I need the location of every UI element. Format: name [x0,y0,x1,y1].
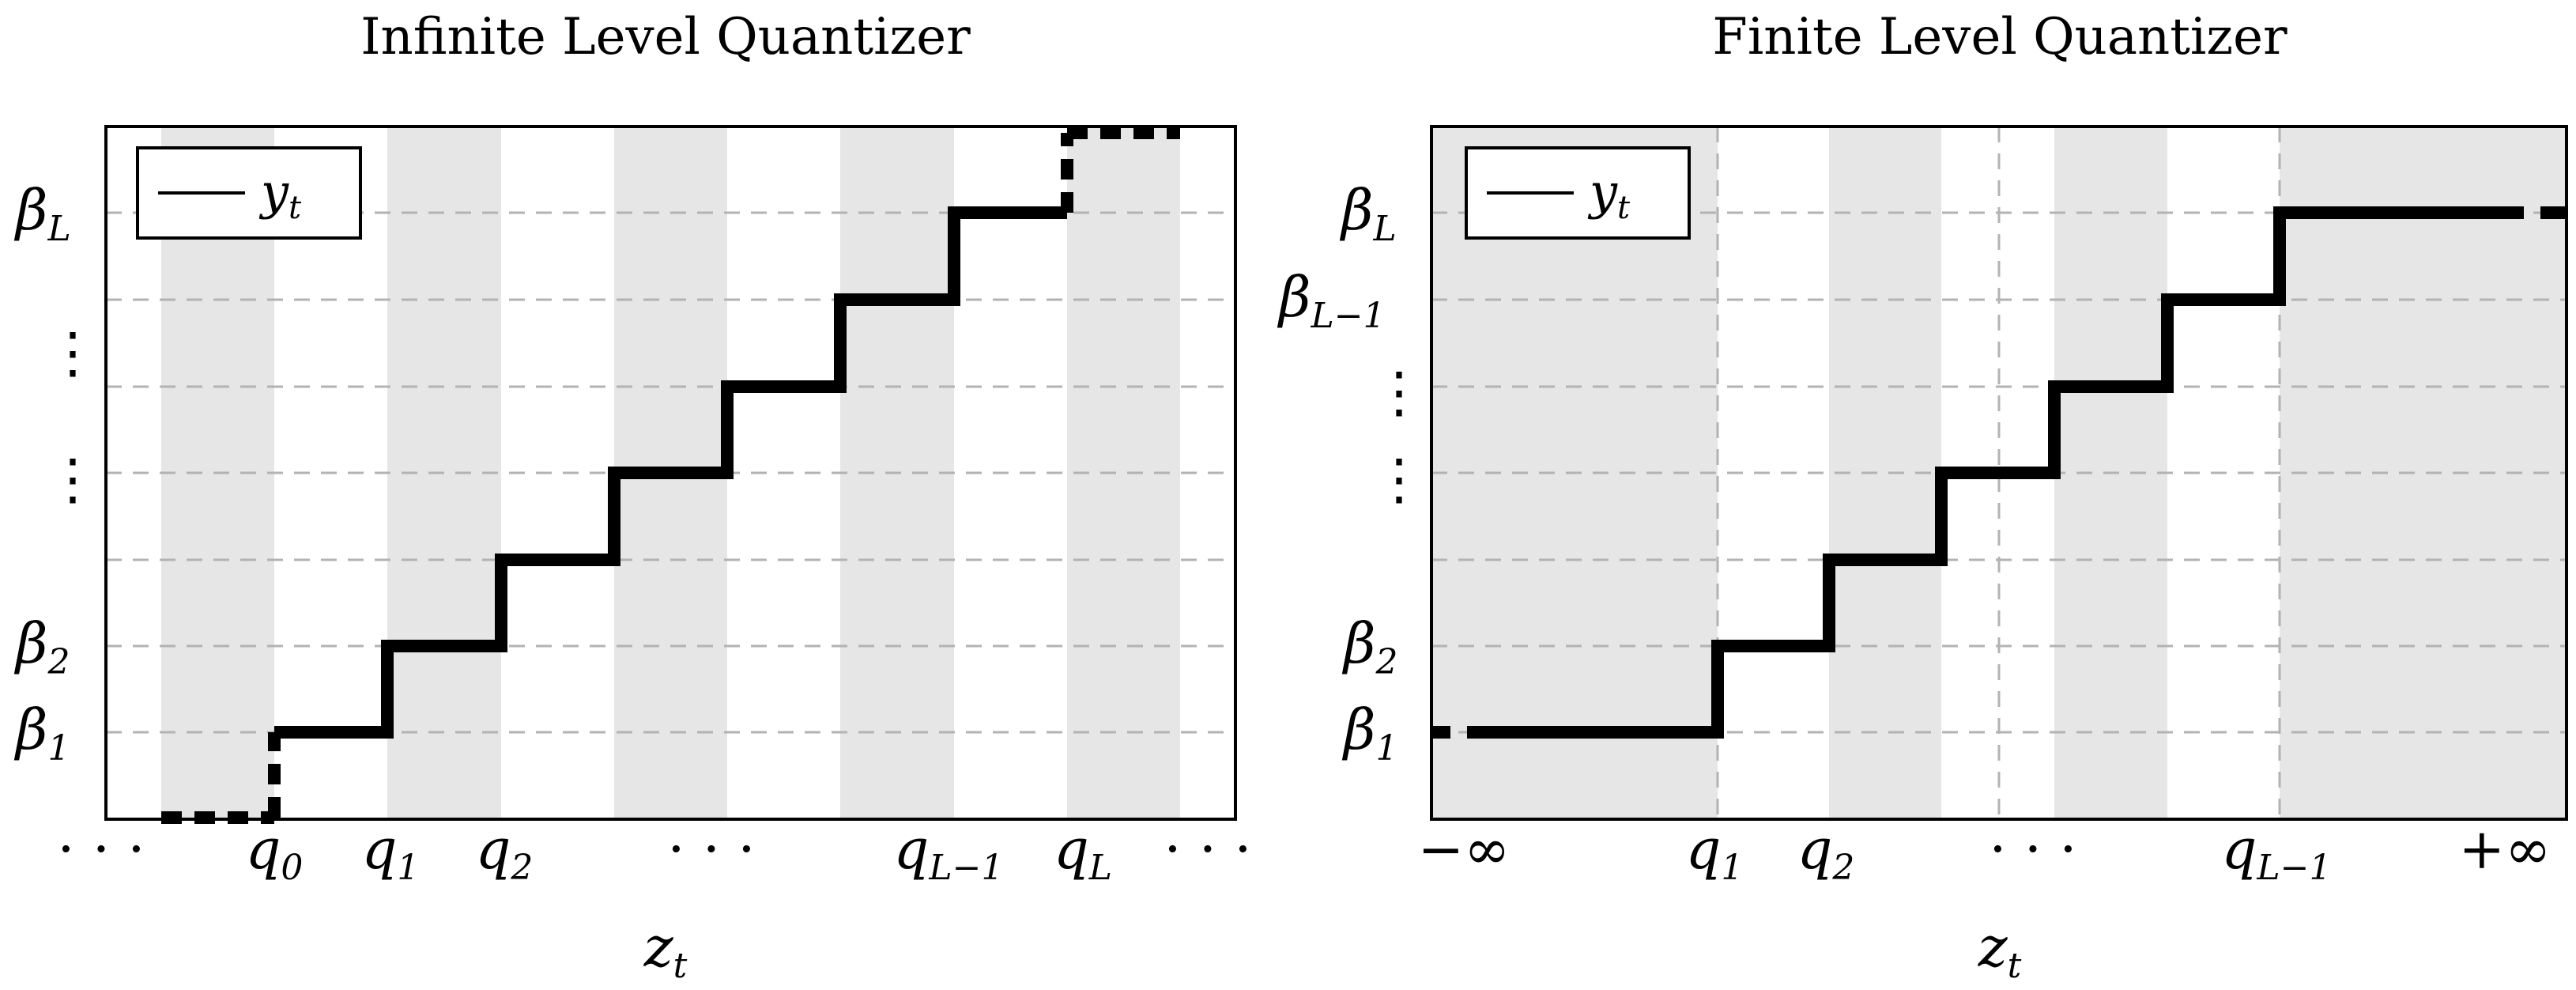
legend-label: yt [258,163,302,226]
axes-frame [1430,125,2568,821]
y-tick-sub: L [47,209,70,249]
step-function-y [161,127,1180,824]
x-axis-label: zt [1978,915,2022,986]
legend: yt [1465,146,1691,240]
x-tick-label: qL [1054,817,1112,888]
y-tick-sub: 2 [47,642,70,682]
x-tick-label: q2 [476,817,534,888]
x-tick-sub: L−1 [928,848,1003,888]
x-axis-subscript: t [2008,946,2022,986]
y-tick-main: β [1341,611,1375,676]
x-tick-label: · · · [57,817,145,882]
x-tick-main: q [246,817,281,882]
step-function-y [1431,206,2567,739]
solid-staircase [274,206,1067,739]
x-tick-main: q [1686,817,1722,882]
y-ellipsis: ⋮ [45,320,100,385]
y-ellipsis: ⋮ [45,447,100,512]
x-axis-symbol: z [643,915,674,980]
x-tick-labels: −∞ q1 q2 · · · qL−1 +∞ [1418,817,2551,888]
y-ellipsis: ⋮ [1371,447,1427,512]
y-tick-sub: 1 [1375,728,1397,769]
x-tick-main: q [2222,817,2257,882]
x-tick-label: −∞ [1418,817,1511,882]
x-tick-label: q1 [1686,817,1744,888]
x-tick-sub: 2 [510,848,533,888]
x-tick-label: qL−1 [2222,817,2332,888]
solid-staircase [1467,206,2524,739]
y-tick-label: β1 [13,697,70,769]
y-tick-label: β1 [1341,697,1397,769]
x-tick-label: qL−1 [894,817,1004,888]
y-tick-main: β [13,697,47,762]
axes-frame [104,125,1237,821]
y-tick-label: βL [1339,178,1397,249]
x-tick-label: · · · [667,817,755,882]
panel-title: Finite Level Quantizer [1712,8,2287,66]
x-tick-sub: 2 [1831,848,1854,888]
x-tick-label: +∞ [2459,817,2551,882]
y-tick-label: β2 [13,611,70,682]
x-tick-main: q [894,817,930,882]
y-tick-labels: βL βL−1 ⋮ ⋮ β2 β1 [1277,178,1427,769]
y-tick-sub: 1 [47,728,70,769]
panel-finite-quantizer: Finite Level Quantizer [1277,8,2568,986]
x-tick-main: q [476,817,511,882]
y-tick-main: β [13,611,47,676]
y-ellipsis: ⋮ [1371,360,1427,425]
x-tick-sub: 1 [1721,848,1743,888]
legend-symbol: y [1587,163,1618,221]
x-tick-label: q2 [1797,817,1855,888]
y-tick-label: βL−1 [1277,265,1386,336]
x-tick-label: · · · [1164,817,1251,882]
y-tick-main: β [1339,178,1373,243]
y-tick-label: βL [13,178,71,249]
y-tick-main: β [1341,697,1375,762]
legend-subscript: t [1617,190,1631,226]
x-tick-sub: L−1 [2256,848,2331,888]
x-axis-symbol: z [1978,915,2008,980]
legend-subscript: t [289,190,302,226]
y-tick-sub: 2 [1375,642,1397,682]
panel-title: Infinite Level Quantizer [360,8,971,66]
legend-label: yt [1587,163,1631,226]
y-tick-labels: βL ⋮ ⋮ β2 β1 [13,178,100,769]
x-tick-label: q1 [362,817,420,888]
x-tick-sub: 1 [397,848,419,888]
x-tick-labels: · · · q0 q1 q2 · · · qL−1 qL · · · [57,817,1251,888]
y-tick-label: β2 [1341,611,1397,682]
y-tick-sub: L [1372,209,1396,249]
x-tick-label: · · · [1989,817,2076,882]
legend: yt [136,146,362,240]
x-axis-subscript: t [673,946,688,986]
x-tick-sub: L [1088,848,1112,888]
x-axis-label: zt [643,915,688,986]
panel-infinite-quantizer: Infinite Level Quantizer [13,8,1252,986]
x-tick-sub: 0 [281,848,303,888]
x-tick-main: q [1797,817,1833,882]
grid-lines [1431,211,2567,734]
x-tick-label: q0 [246,817,304,888]
x-tick-main: q [1054,817,1089,882]
y-tick-main: β [1277,265,1311,330]
x-tick-main: q [362,817,398,882]
y-tick-main: β [13,178,47,243]
legend-symbol: y [258,163,289,221]
y-tick-sub: L−1 [1310,296,1385,336]
